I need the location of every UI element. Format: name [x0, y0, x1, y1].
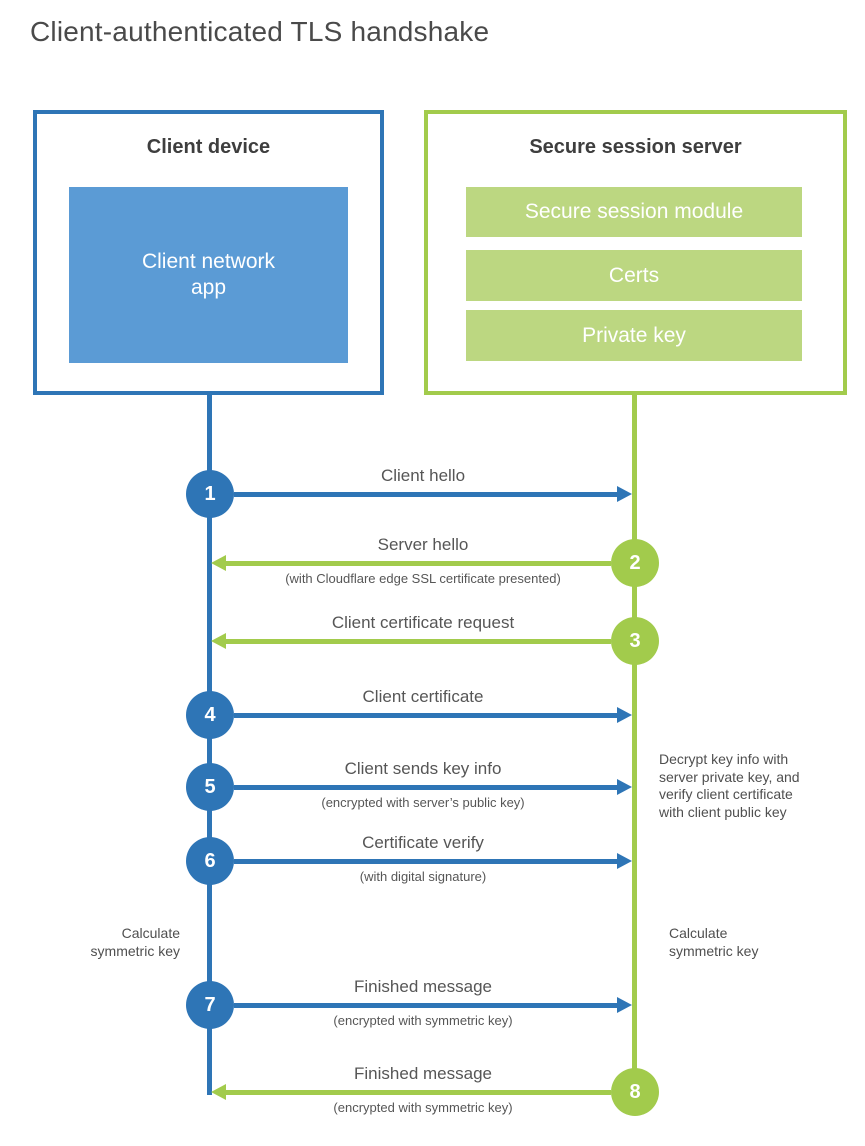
- step-6-sublabel: (with digital signature): [359, 869, 487, 884]
- step-7-number: 7: [186, 981, 234, 1029]
- arrow-right-icon: [617, 997, 632, 1013]
- step-8-arrow-shaft: [226, 1090, 611, 1095]
- step-8-number: 8: [611, 1068, 659, 1116]
- secure-session-module-bar: Secure session module: [466, 187, 802, 237]
- step-4-arrow-shaft: [234, 713, 617, 718]
- arrow-left-icon: [211, 1084, 226, 1100]
- step-4-label: Client certificate: [362, 687, 484, 706]
- step-3-number: 3: [611, 617, 659, 665]
- arrow-left-icon: [211, 633, 226, 649]
- client-device-title: Client device: [146, 136, 271, 158]
- decrypt-note: Decrypt key info with server private key…: [659, 751, 800, 820]
- client-network-app-rect: Client network app: [69, 187, 348, 363]
- step-7-arrow-shaft: [234, 1003, 617, 1008]
- arrow-left-icon: [211, 555, 226, 571]
- arrow-right-icon: [617, 779, 632, 795]
- server-box-title: Secure session server: [529, 136, 742, 158]
- step-5-label: Client sends key info: [344, 759, 502, 778]
- step-5-arrow-shaft: [234, 785, 617, 790]
- server-lifeline: [632, 394, 637, 1092]
- arrow-right-icon: [617, 707, 632, 723]
- step-1-label: Client hello: [380, 466, 466, 485]
- arrow-right-icon: [617, 853, 632, 869]
- client-lifeline: [207, 394, 212, 1095]
- step-5-sublabel: (encrypted with server’s public key): [321, 795, 525, 810]
- step-8-sublabel: (encrypted with symmetric key): [333, 1100, 513, 1115]
- step-2-label: Server hello: [377, 535, 469, 554]
- step-5-number: 5: [186, 763, 234, 811]
- step-6-label: Certificate verify: [362, 833, 484, 852]
- arrow-right-icon: [617, 486, 632, 502]
- calc-symmetric-key-right: Calculate symmetric key: [669, 925, 759, 959]
- step-2-arrow-shaft: [226, 561, 611, 566]
- calc-symmetric-key-left: Calculate symmetric key: [90, 925, 180, 959]
- step-8-label: Finished message: [354, 1064, 492, 1083]
- page-title: Client-authenticated TLS handshake: [30, 16, 490, 47]
- step-6-number: 6: [186, 837, 234, 885]
- step-7-label: Finished message: [354, 977, 492, 996]
- step-3-label: Client certificate request: [331, 613, 515, 632]
- step-4-number: 4: [186, 691, 234, 739]
- step-1-arrow-shaft: [234, 492, 617, 497]
- step-7-sublabel: (encrypted with symmetric key): [333, 1013, 513, 1028]
- client-network-app-label: Client network app: [141, 249, 276, 299]
- certs-bar: Certs: [466, 250, 802, 301]
- step-2-sublabel: (with Cloudflare edge SSL certificate pr…: [285, 571, 561, 586]
- step-6-arrow-shaft: [234, 859, 617, 864]
- step-3-arrow-shaft: [226, 639, 611, 644]
- step-2-number: 2: [611, 539, 659, 587]
- private-key-bar: Private key: [466, 310, 802, 361]
- step-1-number: 1: [186, 470, 234, 518]
